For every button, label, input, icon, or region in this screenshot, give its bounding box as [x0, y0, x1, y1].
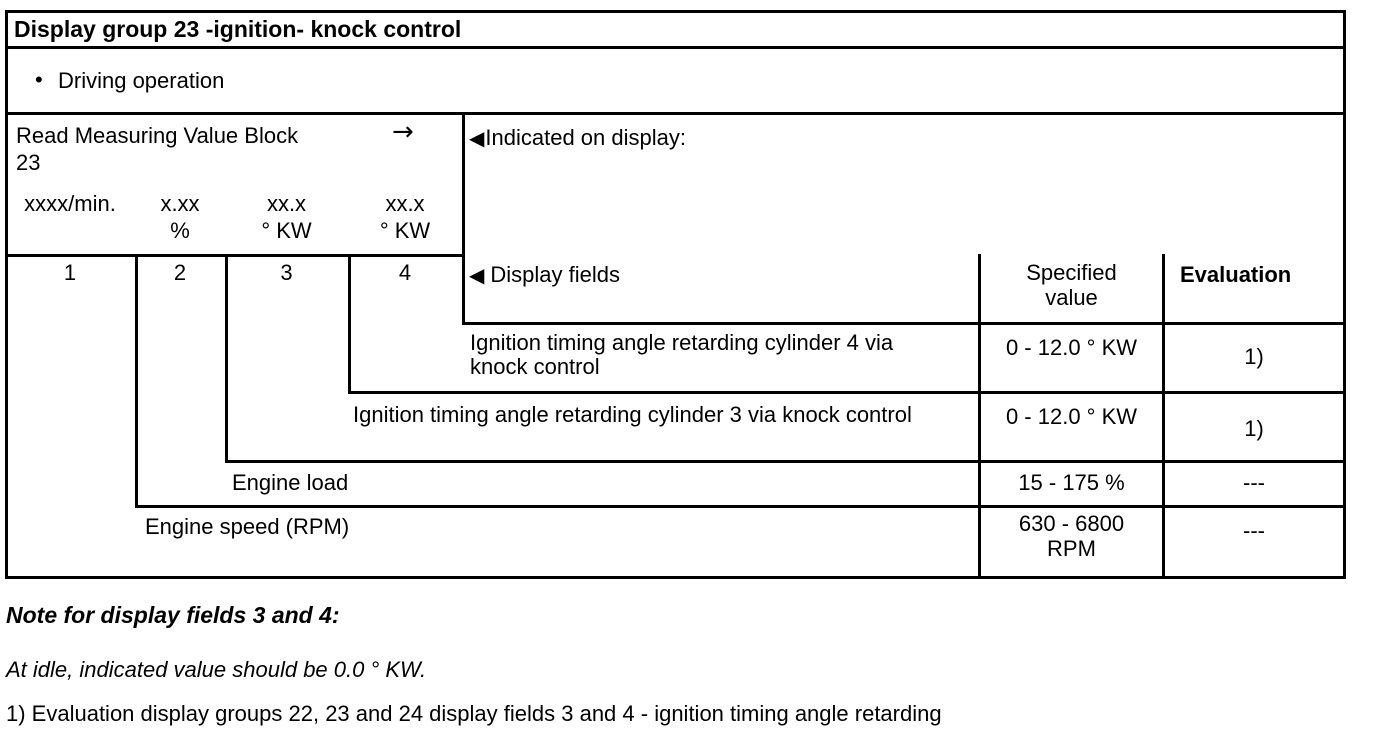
spec-row-description-engine-speed: Engine speed (RPM): [145, 514, 350, 539]
display-field-number-2: 2: [173, 260, 187, 285]
spec-row-value-engine-load: 15 - 175 %: [1018, 470, 1125, 495]
table-border-top: [5, 10, 1346, 13]
display-field-number-1: 1: [63, 260, 77, 285]
display-fields-label: Display fields: [490, 262, 620, 287]
spec-row-value-cylinder4: 0 - 12.0 ° KW: [1005, 335, 1138, 360]
column-header-2: x.xx %: [135, 190, 225, 244]
column-header-1-format: xxxx/min.: [24, 191, 116, 216]
spec-row-description-cylinder3: Ignition timing angle retarding cylinder…: [353, 402, 912, 427]
specified-value-header-line1: Specified: [1026, 260, 1117, 285]
column-header-3-unit: ° KW: [261, 218, 312, 243]
cylinder3-row-divider: [225, 460, 1346, 463]
bullet-icon: •: [35, 67, 43, 92]
column-header-3: xx.x ° KW: [225, 190, 348, 244]
header-row-divider: [5, 46, 1346, 49]
engine-speed-value-line2: RPM: [1047, 536, 1096, 561]
spec-row-evaluation-cylinder3: 1): [1244, 416, 1264, 441]
measuring-block-label-line2: 23: [16, 150, 41, 175]
page-title: Display group 23 -ignition- knock contro…: [14, 16, 462, 42]
spec-row-evaluation-engine-speed: ---: [1243, 518, 1265, 543]
field2-3-divider: [225, 254, 228, 463]
spec-row-evaluation-engine-load: ---: [1243, 470, 1265, 495]
forward-arrow-icon: →: [392, 117, 414, 147]
spec-row-description-cylinder4: Ignition timing angle retarding cylinder…: [470, 331, 893, 379]
measuring-block-label: Read Measuring Value Block 23: [16, 122, 298, 176]
idle-note: At idle, indicated value should be 0.0 °…: [6, 657, 427, 682]
engine-speed-value-line1: 630 - 6800: [1018, 511, 1125, 536]
cylinder4-row-divider: [348, 391, 1346, 394]
specified-value-header-line2: value: [1045, 285, 1098, 310]
evaluation-column-divider: [1162, 254, 1165, 579]
field-cells-top-border: [5, 254, 465, 257]
display-fields-triangle-icon: ◀: [469, 263, 485, 287]
cylinder4-description-line1: Ignition timing angle retarding cylinder…: [470, 330, 894, 355]
column-header-3-format: xx.x: [266, 191, 307, 216]
left-triangle-icon: ◀: [469, 126, 485, 150]
spec-row-description-engine-load: Engine load: [232, 470, 349, 495]
specified-value-column-divider: [978, 254, 981, 579]
display-field-number-3: 3: [280, 260, 293, 285]
driving-operation-label: Driving operation: [58, 68, 225, 93]
display-fields-header: ◀Display fields: [469, 262, 620, 288]
evaluation-footnote: 1) Evaluation display groups 22, 23 and …: [6, 701, 942, 726]
table-border-left: [5, 10, 8, 579]
measuring-block-right-border: [462, 112, 465, 325]
indicated-on-display-label: Indicated on display:: [485, 125, 686, 150]
measuring-block-label-line1: Read Measuring Value Block: [16, 123, 299, 148]
table-border-bottom: [5, 576, 1346, 579]
note-heading: Note for display fields 3 and 4:: [6, 602, 340, 628]
field1-2-divider: [135, 254, 138, 508]
spec-row-value-engine-speed: 630 - 6800 RPM: [981, 511, 1162, 561]
evaluation-header: Evaluation: [1180, 262, 1292, 287]
spec-row-value-cylinder3: 0 - 12.0 ° KW: [1005, 404, 1138, 429]
display-field-number-4: 4: [398, 260, 412, 285]
table-border-right: [1343, 10, 1346, 579]
engine-load-row-divider: [135, 505, 1346, 508]
indicated-on-display: ◀Indicated on display:: [469, 125, 686, 151]
column-header-4: xx.x ° KW: [348, 190, 462, 244]
field3-4-divider: [348, 254, 351, 394]
operation-row-divider: [5, 112, 1346, 115]
column-header-4-format: xx.x: [385, 191, 425, 216]
column-header-4-unit: ° KW: [379, 218, 431, 243]
column-header-2-unit: %: [170, 218, 190, 243]
display-fields-row-divider: [462, 322, 1346, 325]
column-header-1: xxxx/min.: [5, 190, 135, 217]
cylinder4-description-line2: knock control: [470, 354, 600, 379]
specified-value-header: Specified value: [981, 260, 1162, 310]
spec-row-evaluation-cylinder4: 1): [1244, 344, 1264, 369]
column-header-2-format: x.xx: [160, 191, 200, 216]
